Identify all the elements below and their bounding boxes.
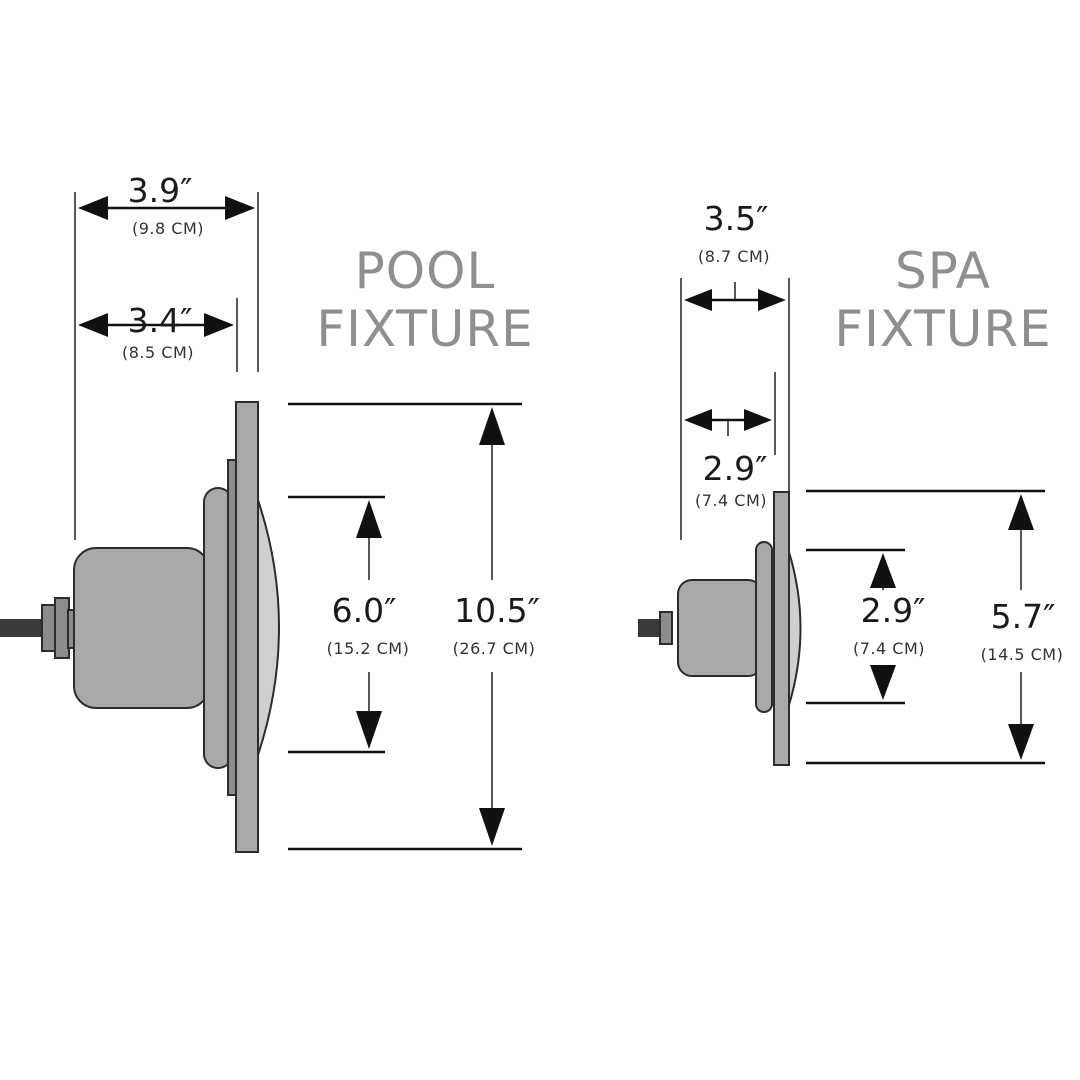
spa-overall-depth-cm: (8.7 CM) [698, 247, 770, 266]
pool-fixture-group: POOL FIXTURE 3.9″ (9.8 CM) [0, 171, 540, 853]
spa-face-diameter-cm: (14.5 CM) [981, 645, 1064, 664]
pool-lens-diameter-in: 6.0″ [332, 591, 397, 630]
pool-body-depth-dimension: 3.4″ (8.5 CM) [78, 298, 238, 372]
pool-face-diameter-dimension: 10.5″ (26.7 CM) [288, 402, 540, 851]
pool-body-depth-in: 3.4″ [128, 301, 193, 340]
spa-overall-depth-dimension: 3.5″ (8.7 CM) [680, 199, 790, 540]
spa-fixture-drawing [638, 491, 802, 766]
spa-housing [677, 579, 763, 677]
pool-overall-depth-in: 3.9″ [128, 171, 193, 210]
pool-cable-nut-2 [54, 597, 70, 659]
spa-overall-depth-in: 3.5″ [704, 199, 769, 238]
pool-cable-nut-1 [41, 604, 57, 652]
pool-overall-depth-cm: (9.8 CM) [132, 219, 204, 238]
pool-title-line1: POOL [355, 242, 496, 300]
pool-face-diameter-in: 10.5″ [454, 591, 540, 630]
spa-lens-diameter-cm: (7.4 CM) [853, 639, 925, 658]
spa-face-diameter-in: 5.7″ [991, 597, 1056, 636]
spa-face-diameter-dimension: 5.7″ (14.5 CM) [806, 489, 1064, 765]
spa-lens-diameter-in: 2.9″ [861, 591, 926, 630]
spa-lens-diameter-dimension: 2.9″ (7.4 CM) [806, 548, 926, 705]
pool-housing [73, 547, 210, 709]
spa-body-depth-in: 2.9″ [703, 449, 768, 488]
pool-lens [257, 499, 280, 756]
pool-title-line2: FIXTURE [316, 300, 533, 358]
pool-fixture-drawing [0, 401, 280, 853]
spa-body-depth-cm: (7.4 CM) [695, 491, 767, 510]
pool-lens-diameter-dimension: 6.0″ (15.2 CM) [288, 495, 410, 754]
spa-niche-ring [755, 541, 773, 713]
spa-fixture-group: SPA FIXTURE 3.5″ (8.7 CM) [638, 199, 1064, 766]
spa-lens [788, 551, 802, 706]
spa-face-plate [773, 491, 790, 766]
pool-face-diameter-cm: (26.7 CM) [453, 639, 536, 658]
pool-body-depth-cm: (8.5 CM) [122, 343, 194, 362]
pool-face-plate [235, 401, 259, 853]
spa-cable-nut [659, 611, 673, 645]
spa-title-line2: FIXTURE [834, 300, 1051, 358]
spa-title-line1: SPA [895, 242, 991, 300]
pool-overall-depth-dimension: 3.9″ (9.8 CM) [74, 171, 259, 540]
pool-lens-diameter-cm: (15.2 CM) [327, 639, 410, 658]
spa-body-depth-dimension: 2.9″ (7.4 CM) [684, 372, 776, 510]
